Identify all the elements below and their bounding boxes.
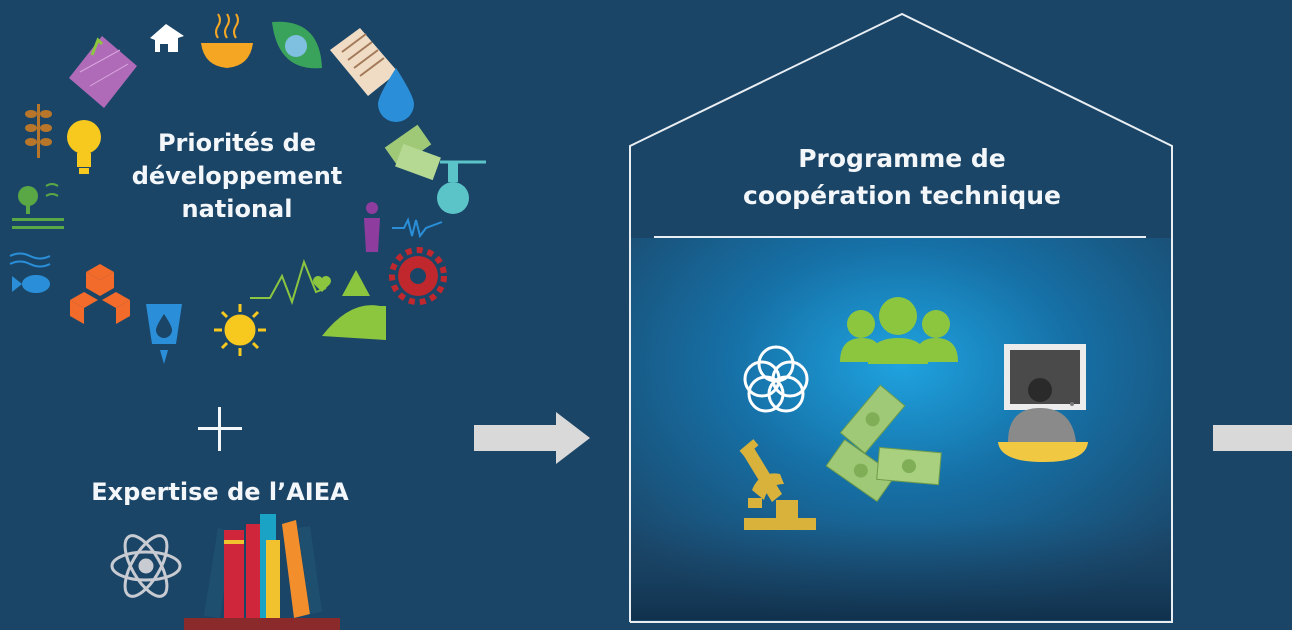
technical-cooperation-title: Programme de coopération technique [743,144,1061,210]
gear-icon [389,247,447,305]
lab-flask-icon [437,160,486,214]
water-glass-icon [146,304,182,364]
plus-icon [198,407,242,451]
wheat-icon [25,104,52,158]
water-drop-icon [378,68,414,122]
books-icon [184,514,340,630]
solar-energy-icon [214,304,266,356]
light-bulb-icon [67,120,101,174]
food-bowl-icon [201,13,253,68]
development-priorities-title: Priorités de développement national [131,129,343,223]
money-icon [384,124,441,181]
tree-icon [12,183,64,229]
health-person-icon [364,202,443,252]
solar-panel-icon [69,36,137,108]
cubes-icon [70,264,130,324]
landscape-icon [322,270,386,340]
banknotes-icon [825,384,942,503]
arrow-right-icon [474,412,590,464]
fish-icon [9,252,51,293]
house-icon [150,24,184,52]
earth-leaf-icon [272,21,322,69]
development-icons-ring [9,13,486,364]
iaea-expertise-title: Expertise de l’AIEA [91,478,349,506]
heart-pulse-icon [250,258,331,306]
circles-network-icon [743,345,809,413]
group-people-icon [840,297,958,364]
computer-user-icon [998,344,1088,462]
microscope-icon [739,439,816,530]
arrow-right-partial-icon [1213,425,1292,451]
atom-icon [110,534,182,598]
document-icon [330,28,398,96]
